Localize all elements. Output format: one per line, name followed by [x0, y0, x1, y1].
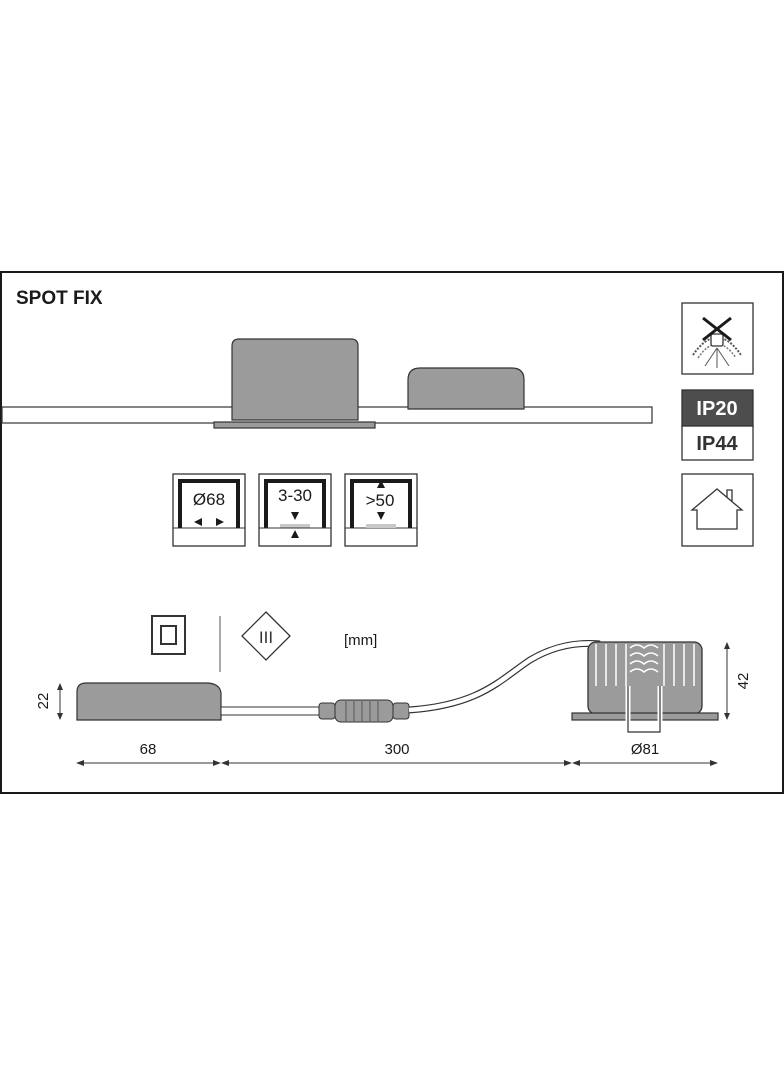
ip-inactive-label: IP44	[696, 433, 738, 455]
cable-connector	[318, 699, 410, 723]
ip-inactive-box	[681, 425, 754, 461]
spot-bezel	[571, 712, 719, 721]
protection-class-label: III	[259, 628, 273, 647]
spring-clip	[627, 686, 661, 733]
product-title: SPOT FIX	[16, 288, 103, 309]
cutout-diameter-badge: Ø68	[172, 473, 246, 547]
driver-body	[76, 682, 222, 721]
arrow-right-icon	[216, 518, 224, 526]
house-icon	[681, 473, 754, 547]
cable-length-label: 300	[384, 741, 409, 758]
spot-luminaire	[571, 641, 719, 735]
arrow-up-icon	[377, 480, 385, 488]
arrow-down-icon	[377, 512, 385, 520]
cable-primary	[220, 706, 322, 716]
driver-height-label: 22	[35, 693, 52, 710]
driver-box-installed	[407, 367, 525, 410]
clearance-label: >50	[366, 491, 395, 510]
side-elevation-drawing	[76, 639, 719, 735]
driver-length-label: 68	[140, 741, 157, 758]
spot-housing-installed	[231, 338, 359, 421]
cutout-diameter-label: Ø68	[193, 490, 225, 509]
dimension-lines	[57, 642, 730, 766]
arrow-left-icon	[194, 518, 202, 526]
ceiling-thickness-badge: 3-30	[258, 473, 332, 547]
arrow-up-icon	[291, 530, 299, 538]
class-iii-diamond-icon: III	[241, 611, 291, 661]
no-insulation-cover-icon	[681, 302, 754, 375]
arrow-down-icon	[291, 512, 299, 520]
unit-label: [mm]	[344, 632, 377, 649]
ip-active-label: IP20	[696, 398, 737, 420]
spot-bezel-installed	[213, 421, 376, 429]
spot-diameter-label: Ø81	[631, 741, 659, 758]
ip-rating-badge: IP20 IP44	[681, 389, 754, 461]
spot-height-label: 42	[735, 673, 752, 690]
double-square-icon	[151, 615, 186, 655]
clearance-badge: >50	[344, 473, 418, 547]
ceiling-thickness-label: 3-30	[278, 486, 312, 505]
ceiling-installation-illustration	[1, 338, 653, 429]
